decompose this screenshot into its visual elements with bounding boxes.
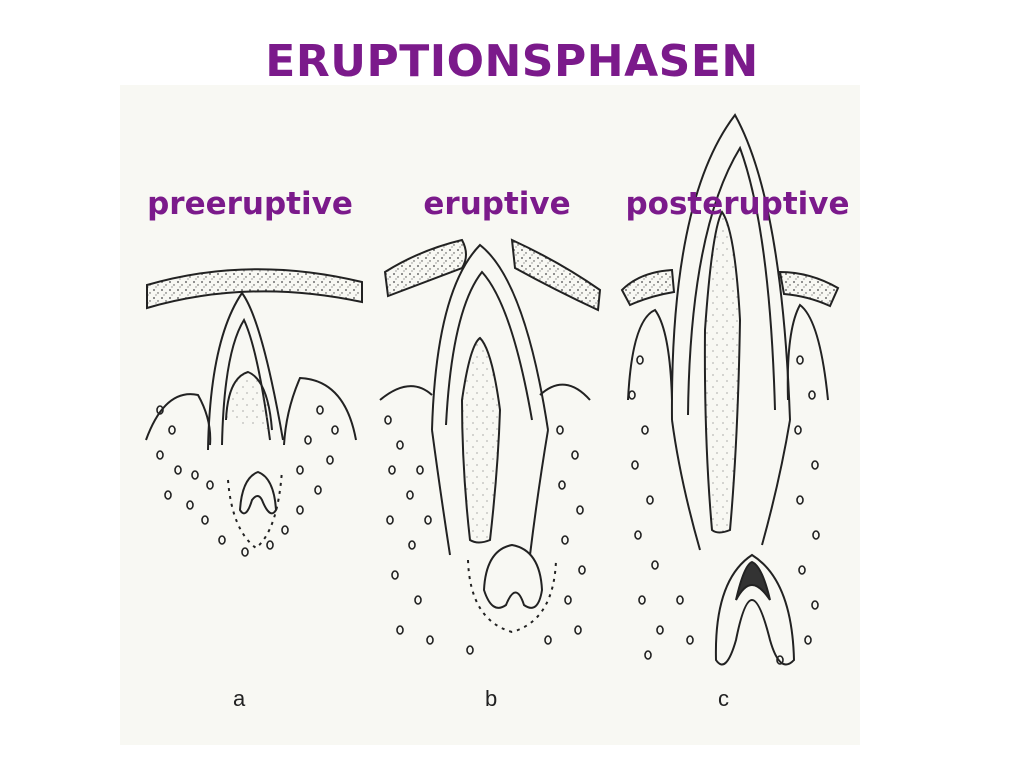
phase-label-eruptive: eruptive [423, 186, 571, 222]
panel-letter-a: a [233, 686, 246, 711]
dental-papilla-a [225, 370, 273, 431]
follicle-dots-b [467, 559, 557, 634]
crown-outline-a [207, 291, 284, 451]
root-outline-c [671, 419, 791, 551]
crown-inner-c [687, 145, 776, 416]
panel-b [379, 238, 602, 655]
bone-lacunae-a [156, 405, 339, 557]
crown-outline-c [670, 113, 791, 421]
slide-title: ERUPTIONSPHASEN [265, 36, 759, 87]
bone-lacunae-b [384, 415, 586, 655]
panel-letter-c: c [718, 686, 729, 711]
follicle-dots-a [227, 469, 283, 550]
gingiva-left-c [620, 268, 676, 307]
successor-enamel-c [735, 560, 771, 601]
phase-label-posteruptive: posteruptive [625, 186, 850, 222]
successor-germ-c [714, 553, 796, 666]
oral-mucosa-a [146, 268, 363, 310]
gingiva-right-c [778, 270, 840, 308]
phase-label-preeruptive: preeruptive [147, 186, 353, 222]
pulp-b [460, 336, 502, 544]
bone-lacunae-c [628, 355, 820, 665]
successor-germ-b [482, 543, 544, 609]
pulp-c [703, 210, 742, 534]
panel-c [620, 113, 840, 666]
panel-letter-b: b [485, 686, 497, 711]
crown-outline-b [431, 243, 549, 431]
successor-germ-a [238, 470, 278, 515]
oral-mucosa-right-b [510, 238, 602, 312]
bone-crest-b [379, 383, 591, 401]
panel-a [145, 268, 363, 557]
crown-inner-b [445, 270, 533, 426]
bone-crest-c [627, 303, 829, 401]
oral-mucosa-left-b [383, 238, 467, 298]
root-outline-b [431, 429, 549, 556]
